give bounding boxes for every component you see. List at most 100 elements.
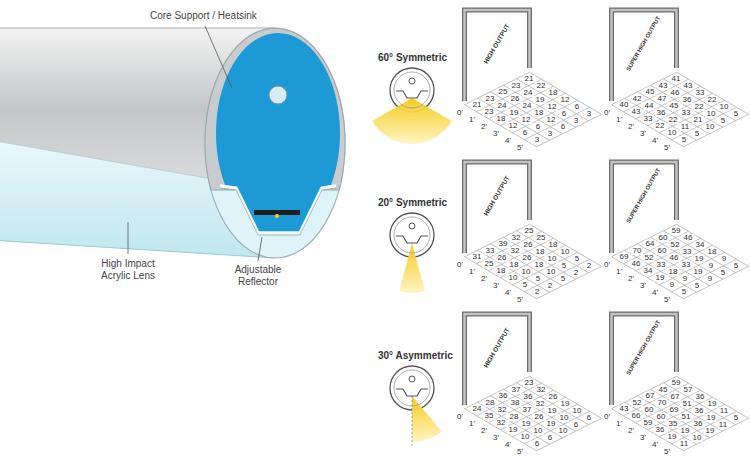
illuminance-value: 46 — [683, 234, 694, 242]
grid-line — [636, 86, 701, 119]
grid-line — [612, 376, 677, 409]
illuminance-value: 5 — [574, 255, 580, 263]
illuminance-value: 11 — [680, 123, 690, 131]
grid-line — [636, 390, 701, 423]
distance-label: 3' — [640, 130, 646, 138]
illuminance-value: 32 — [496, 419, 507, 427]
pole-frame — [465, 10, 530, 101]
illuminance-value: 33 — [656, 261, 667, 269]
illuminance-grid — [612, 314, 749, 451]
illuminance-value: 10 — [533, 427, 544, 435]
illuminance-value: 19 — [680, 427, 691, 435]
beam-title: 20° Symmetric — [378, 197, 447, 209]
illuminance-grid — [465, 10, 602, 147]
illuminance-value: 10 — [546, 268, 557, 276]
illuminance-value: 19 — [667, 433, 678, 441]
beam-title: 30° Asymmetric — [378, 350, 453, 362]
illuminance-value: 19 — [706, 414, 717, 422]
grid-line — [525, 107, 590, 140]
illuminance-value: 60 — [657, 247, 668, 255]
output-label: SUPER HIGH OUTPUT — [626, 320, 662, 377]
illuminance-value: 60 — [658, 234, 669, 242]
illuminance-value: 70 — [632, 247, 643, 255]
illuminance-value: 5 — [561, 262, 567, 270]
output-label: SUPER HIGH OUTPUT — [626, 16, 662, 73]
distance-label: 1' — [616, 268, 622, 276]
illuminance-value: 6 — [547, 434, 553, 442]
illuminance-value: 59 — [671, 227, 682, 235]
illuminance-value: 11 — [679, 440, 689, 448]
illuminance-value: 18 — [548, 89, 559, 97]
distance-label: 5' — [517, 448, 523, 456]
pole-frame-highlight — [612, 162, 677, 253]
illuminance-value: 42 — [632, 95, 643, 103]
grid-line — [477, 79, 542, 112]
illuminance-value: 5 — [560, 275, 566, 283]
illuminance-value: 25 — [498, 88, 509, 96]
illuminance-value: 5 — [694, 282, 700, 290]
illuminance-value: 10 — [547, 255, 558, 263]
grid-line — [672, 259, 737, 292]
grid-line — [624, 79, 689, 112]
illuminance-value: 2 — [586, 262, 592, 270]
pole-frame — [612, 314, 677, 405]
distance-label: 5' — [517, 296, 523, 304]
illuminance-value: 70 — [657, 399, 668, 407]
grid-line — [660, 252, 725, 285]
illuminance-value: 51 — [682, 400, 693, 408]
illuminance-value: 26 — [497, 254, 508, 262]
part-label: Adjustable Reflector — [226, 264, 290, 288]
illuminance-value: 23 — [511, 82, 522, 90]
illuminance-value: 6 — [586, 414, 592, 422]
illuminance-value: 28 — [485, 399, 496, 407]
illuminance-value: 10 — [719, 103, 730, 111]
illuminance-value: 5 — [720, 117, 726, 125]
distance-label: 1' — [616, 420, 622, 428]
illuminance-value: 33 — [681, 261, 692, 269]
illuminance-value: 10 — [692, 434, 703, 442]
illuminance-value: 10 — [558, 427, 569, 435]
illuminance-value: 10 — [508, 274, 519, 282]
illuminance-value: 31 — [472, 253, 483, 261]
grid-line — [465, 376, 530, 409]
heatsink-core — [216, 33, 340, 232]
grid-line — [501, 93, 566, 126]
output-label: HIGH OUTPUT — [483, 327, 511, 369]
illuminance-value: 22 — [707, 96, 718, 104]
illuminance-value: 26 — [510, 95, 521, 103]
grid-line — [513, 252, 578, 285]
illuminance-value: 9 — [669, 281, 675, 289]
output-label: SUPER HIGH OUTPUT — [626, 168, 662, 225]
housing-edge — [0, 28, 275, 29]
fixture-hole — [409, 78, 415, 84]
illuminance-value: 3 — [586, 110, 592, 118]
illuminance-value: 36 — [523, 393, 534, 401]
illuminance-value: 10 — [559, 414, 570, 422]
illuminance-value: 60 — [656, 413, 667, 421]
illuminance-value: 5 — [720, 269, 726, 277]
grid-line — [672, 107, 737, 140]
fixture-ring — [394, 217, 430, 253]
illuminance-value: 24 — [472, 405, 483, 413]
distance-label: 0' — [604, 261, 610, 269]
leader-line — [258, 237, 262, 261]
illuminance-value: 57 — [683, 386, 694, 394]
illuminance-value: 22 — [655, 122, 666, 130]
illuminance-value: 5 — [733, 110, 739, 118]
grid-line — [612, 224, 677, 257]
grid-line — [624, 383, 689, 416]
fixture-reflector — [396, 236, 428, 243]
illuminance-value: 36 — [695, 393, 706, 401]
illuminance-value: 3 — [534, 136, 540, 144]
illuminance-value: 32 — [536, 386, 547, 394]
illuminance-value: 35 — [668, 420, 679, 428]
distance-label: 4' — [652, 441, 658, 449]
illuminance-value: 19 — [535, 96, 546, 104]
distance-label: 5' — [664, 296, 670, 304]
illuminance-value: 25 — [536, 234, 547, 242]
illuminance-value: 26 — [523, 241, 534, 249]
illuminance-value: 43 — [631, 108, 642, 116]
distance-label: 4' — [505, 441, 511, 449]
illuminance-value: 38 — [510, 399, 521, 407]
distance-label: 1' — [616, 116, 622, 124]
